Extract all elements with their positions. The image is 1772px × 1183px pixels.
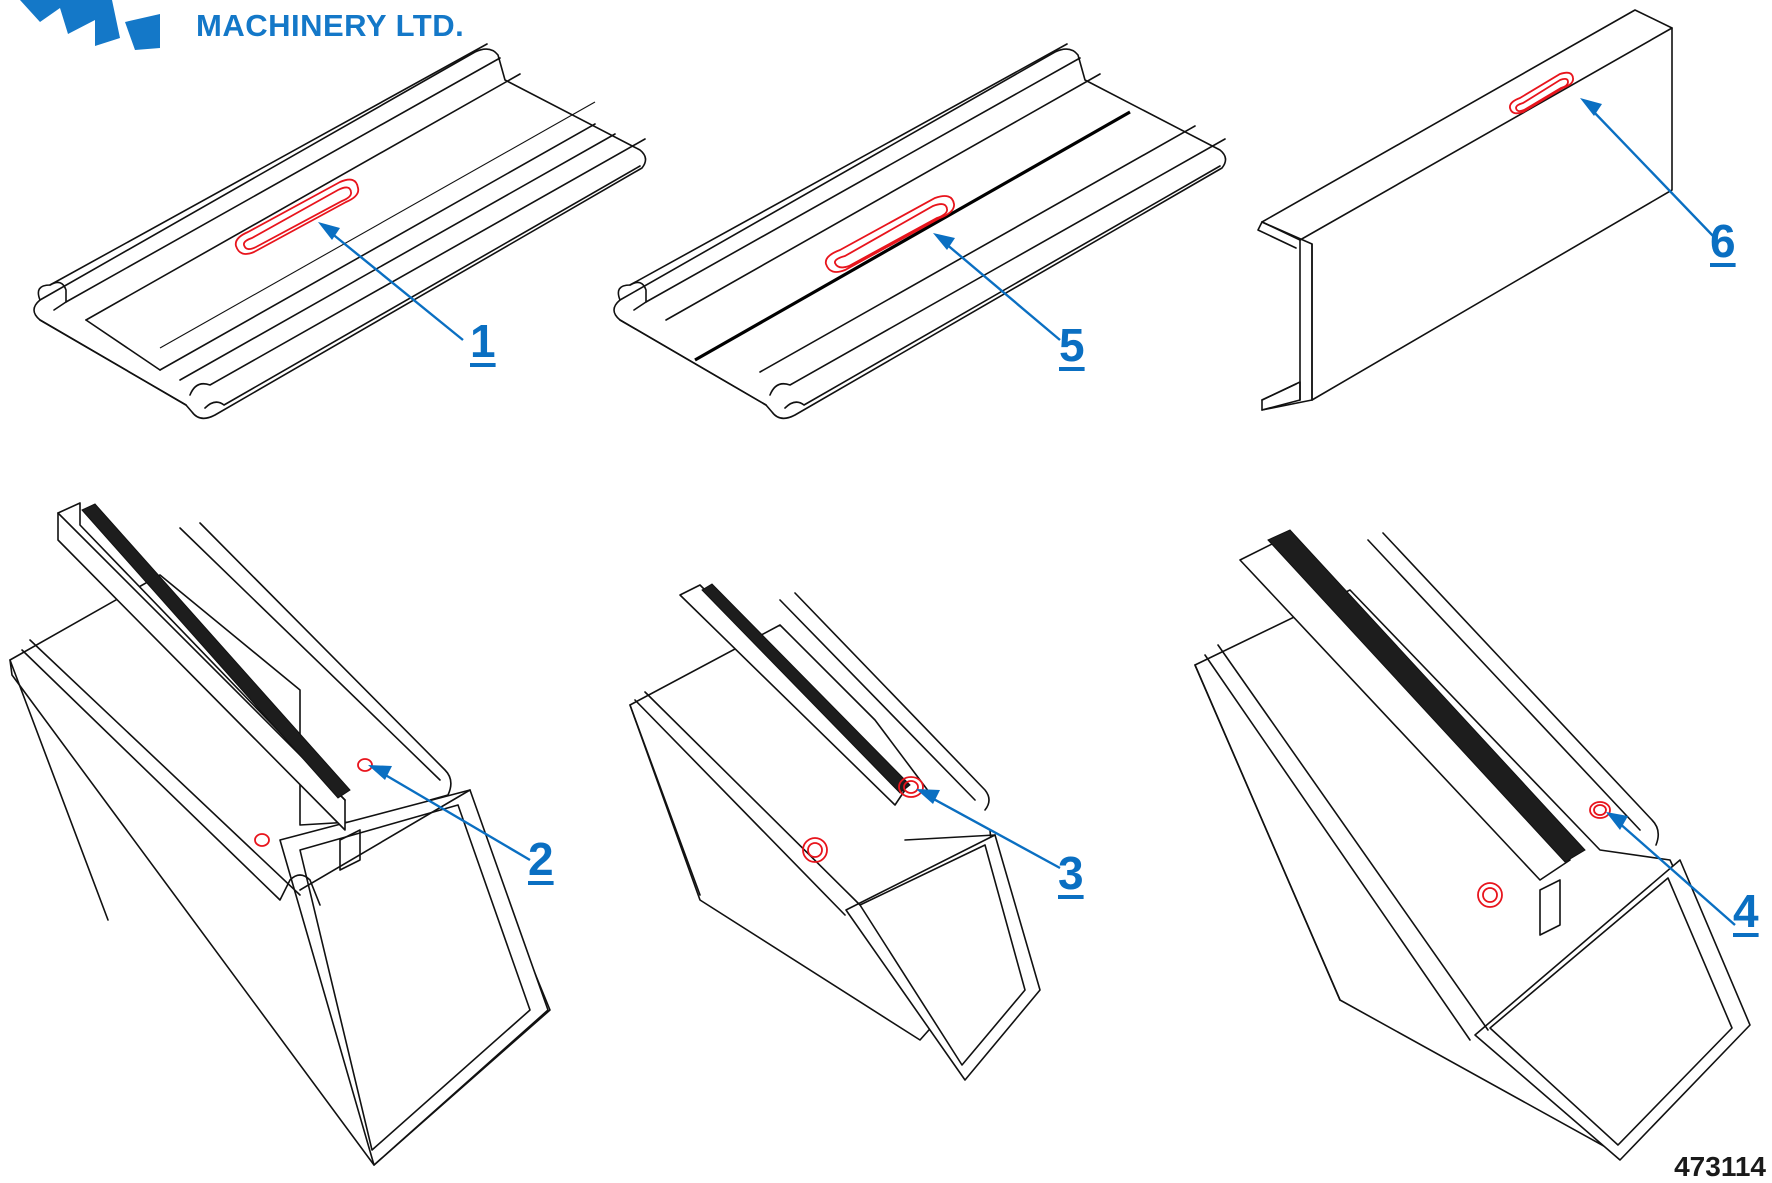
- profile-4: [1194, 529, 1751, 1161]
- machined-hole-2b: [254, 833, 270, 847]
- profile-2: [9, 502, 551, 1166]
- callout-6: 6: [1710, 215, 1736, 267]
- leader-arrow-2: [368, 765, 531, 862]
- profile-5: [613, 43, 1227, 420]
- machined-slot-1: [234, 178, 360, 255]
- callout-2: 2: [528, 833, 554, 885]
- machined-hole-3b: [802, 837, 828, 863]
- machined-hole-3a: [898, 776, 924, 798]
- company-name: MACHINERY LTD.: [196, 8, 465, 43]
- callout-5: 5: [1059, 319, 1085, 371]
- profile-1: [33, 43, 647, 420]
- gear-logo-icon: [20, 0, 160, 50]
- profile-3: [629, 583, 1041, 1081]
- leader-arrow-3: [916, 789, 1061, 870]
- leader-arrow-1: [318, 222, 464, 341]
- profile-6: [1257, 9, 1673, 411]
- machined-hole-2a: [357, 758, 373, 772]
- machined-hole-4a: [1589, 801, 1611, 819]
- drawing-code: 473114: [1674, 1151, 1766, 1182]
- serration-4: [1267, 529, 1586, 863]
- callout-3: 3: [1058, 847, 1084, 899]
- leader-arrow-4: [1606, 812, 1736, 926]
- serration-2: [81, 503, 351, 799]
- callout-1: 1: [470, 315, 496, 367]
- leader-arrow-6: [1580, 98, 1716, 239]
- callout-4: 4: [1733, 885, 1759, 937]
- machined-hole-4b: [1477, 882, 1503, 908]
- leader-arrow-5: [933, 233, 1061, 341]
- machined-slot-5: [824, 195, 955, 273]
- machined-slot-6: [1509, 71, 1574, 115]
- serration-3: [701, 583, 911, 794]
